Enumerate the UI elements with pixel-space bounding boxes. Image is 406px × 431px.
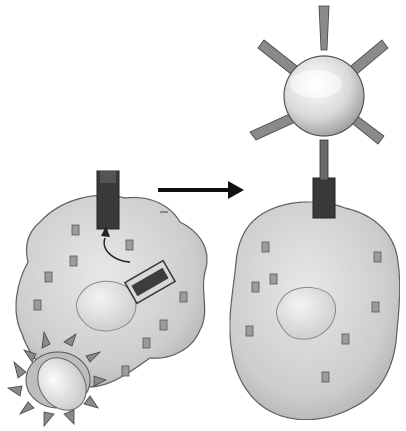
particle-highlight bbox=[290, 70, 342, 98]
fragment bbox=[246, 326, 253, 336]
left-cell-group bbox=[8, 171, 207, 426]
fragment bbox=[372, 302, 379, 312]
fragment bbox=[270, 274, 277, 284]
left-receptor-tip bbox=[100, 171, 116, 183]
fragment bbox=[262, 242, 269, 252]
fragment bbox=[342, 334, 349, 344]
left-nucleus bbox=[77, 281, 136, 331]
fragment bbox=[70, 256, 77, 266]
fragment bbox=[122, 366, 129, 376]
fragment bbox=[374, 252, 381, 262]
fragment bbox=[160, 320, 167, 330]
right-receptor bbox=[313, 178, 335, 218]
transition-arrow bbox=[158, 181, 244, 212]
right-stalk bbox=[320, 140, 328, 180]
fragment bbox=[34, 300, 41, 310]
fragment bbox=[72, 225, 79, 235]
fragment bbox=[126, 240, 133, 250]
fragment bbox=[322, 372, 329, 382]
fragment bbox=[252, 282, 259, 292]
bound-particle bbox=[250, 6, 388, 144]
fragment bbox=[180, 292, 187, 302]
right-cell-group bbox=[230, 6, 400, 420]
fragment bbox=[45, 272, 52, 282]
spike-top bbox=[319, 6, 329, 50]
fragment bbox=[143, 338, 150, 348]
